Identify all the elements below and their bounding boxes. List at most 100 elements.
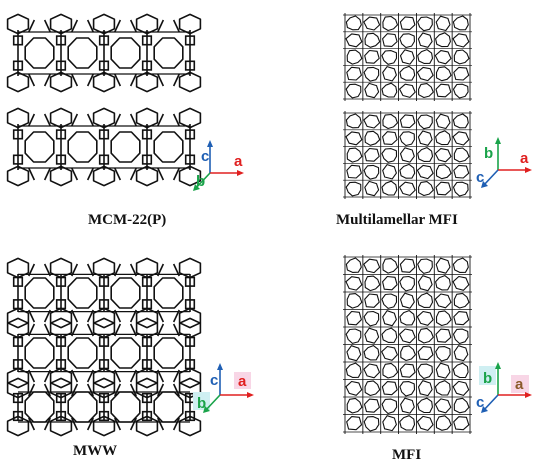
ring <box>417 275 433 292</box>
cap-hexagon <box>49 415 73 437</box>
ring <box>399 83 416 98</box>
strut <box>129 369 137 383</box>
ring <box>435 362 451 379</box>
strut <box>28 369 36 383</box>
cap-hexagon <box>49 307 73 329</box>
cap-hexagon <box>6 367 30 389</box>
strut <box>157 417 165 431</box>
ring <box>435 15 451 32</box>
cap-hexagon <box>6 307 30 329</box>
strut <box>86 263 94 277</box>
strut <box>86 383 94 397</box>
ring <box>453 397 470 414</box>
octagon-cage <box>67 277 98 309</box>
strut <box>71 369 79 383</box>
ring <box>346 66 362 81</box>
ring <box>452 380 470 396</box>
strut <box>157 263 165 277</box>
b-axis-label: b <box>484 145 493 162</box>
strut <box>157 369 165 383</box>
strut <box>86 323 94 337</box>
strut <box>71 167 79 181</box>
multilamellar-mfi-layer-top-framework <box>343 13 472 101</box>
strut <box>114 167 122 181</box>
ring <box>435 113 451 130</box>
ring <box>452 131 470 146</box>
ring <box>381 148 398 163</box>
ring <box>399 163 416 179</box>
mww-framework <box>6 257 202 437</box>
ring <box>382 164 397 180</box>
ring <box>452 113 469 129</box>
octagon-cage <box>24 277 55 309</box>
a-axis-highlight <box>234 372 251 389</box>
ring <box>417 130 433 146</box>
ring <box>399 275 415 292</box>
ring <box>434 398 452 414</box>
ring <box>434 380 451 396</box>
strut <box>28 309 36 323</box>
ring <box>399 65 416 81</box>
strut <box>114 369 122 383</box>
ring <box>363 16 381 31</box>
strut <box>43 167 51 181</box>
a-axis-arrowhead <box>237 170 244 176</box>
b-axis-arrowhead <box>193 184 200 191</box>
ring <box>381 398 398 415</box>
strut <box>129 323 137 337</box>
b-axis-arrow <box>204 394 221 412</box>
ring <box>452 362 469 379</box>
strut <box>172 19 180 33</box>
a-axis-highlight <box>511 375 529 393</box>
axis-triad-multilamellar-mfi: b c a <box>476 137 532 188</box>
ring <box>452 33 470 48</box>
cap-hexagon <box>135 165 159 187</box>
ring <box>435 66 452 82</box>
ring <box>382 66 397 82</box>
ring <box>435 415 452 431</box>
strut <box>129 113 137 127</box>
ring <box>381 180 398 196</box>
ring <box>345 380 363 396</box>
strut <box>172 323 180 337</box>
ring <box>453 292 470 309</box>
strut <box>114 417 122 431</box>
strut <box>129 167 137 181</box>
strut <box>129 19 137 33</box>
cap-hexagon <box>92 307 116 329</box>
ring <box>399 114 416 129</box>
strut <box>43 309 51 323</box>
ring <box>364 180 380 197</box>
octagon-cage <box>153 131 184 163</box>
ring <box>435 310 452 327</box>
strut <box>43 263 51 277</box>
cap-hexagon <box>135 367 159 389</box>
ring <box>382 275 398 291</box>
ring <box>435 32 451 48</box>
ring <box>345 181 362 197</box>
ring <box>399 33 415 49</box>
strut <box>86 369 94 383</box>
ring <box>453 147 470 163</box>
strut <box>129 383 137 397</box>
ring <box>435 130 451 146</box>
octagon-cage <box>153 337 184 369</box>
ring <box>346 164 362 179</box>
axis-triad-mfi: b c a <box>476 362 532 413</box>
ring <box>416 164 434 180</box>
octagon-cage <box>24 131 55 163</box>
ring <box>399 381 416 397</box>
octagon-cage <box>24 37 55 69</box>
ring <box>382 258 399 274</box>
cap-hexagon <box>49 165 73 187</box>
strut <box>28 19 36 33</box>
c-axis-label: c <box>201 148 209 165</box>
octagon-cage <box>67 337 98 369</box>
strut <box>114 323 122 337</box>
ring <box>453 311 470 326</box>
ring <box>416 310 434 326</box>
ring <box>346 416 363 431</box>
octagon-cage <box>67 37 98 69</box>
multilamellar-mfi-layer-bottom-framework <box>343 111 472 199</box>
ring <box>400 397 415 414</box>
